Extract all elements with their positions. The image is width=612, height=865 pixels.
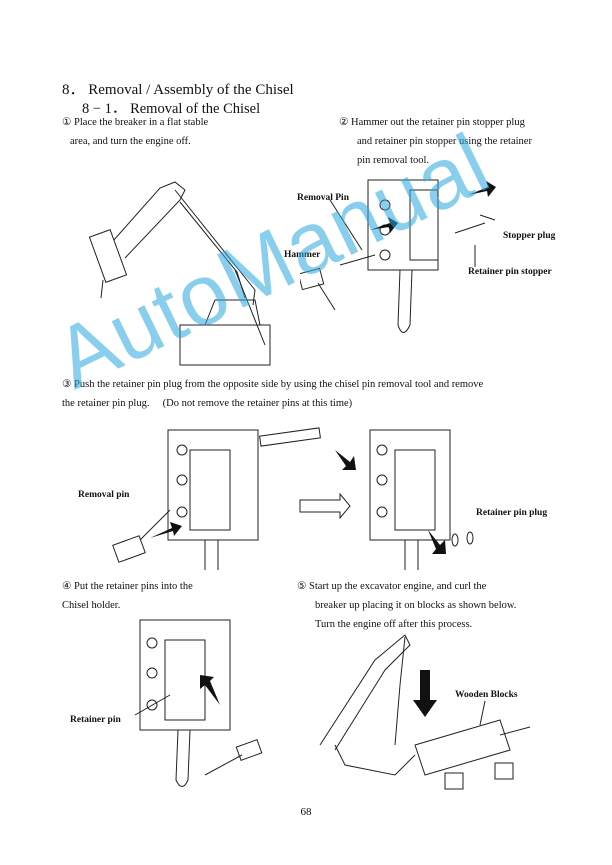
stopper-plug-removal-illustration [300,179,496,333]
step-2: ② Hammer out the retainer pin stopper pl… [339,113,532,170]
section-number: 8． [62,82,85,98]
step-5-line2: breaker up placing it on blocks as shown… [315,600,517,611]
step-1-number: ① [62,117,72,128]
step-3: ③ Push the retainer pin plug from the op… [62,375,483,413]
subsection-title: Removal of the Chisel [130,101,261,117]
step-4-line1: Put the retainer pins into the [74,581,193,592]
label-retainer-pin-stopper: Retainer pin stopper [468,267,552,277]
step-5-number: ⑤ [297,581,307,592]
subsection-heading: 8 − 1． Removal of the Chisel [82,97,260,118]
retainer-pin-insert-illustration [134,619,263,787]
label-removal-pin: Removal Pin [297,193,349,203]
step-4-number: ④ [62,581,72,592]
page-number: 68 [300,806,312,818]
label-hammer: Hammer [284,250,321,260]
step-4: ④ Put the retainer pins into the Chisel … [62,577,193,615]
step-5: ⑤ Start up the excavator engine, and cur… [297,577,516,634]
step-2-line3: pin removal tool. [357,155,430,166]
step-2-line2: and retainer pin stopper using the retai… [357,136,532,147]
step-3-note: (Do not remove the retainer pins at this… [162,398,353,409]
subsection-number: 8 − 1． [82,101,127,117]
label-wooden-blocks: Wooden Blocks [455,690,518,700]
step-2-line1: Hammer out the retainer pin stopper plug [351,117,525,128]
breaker-on-blocks-illustration [319,634,531,790]
label-stopper-plug: Stopper plug [503,231,556,241]
excavator-breaker-illustration [88,181,271,366]
step-5-line1: Start up the excavator engine, and curl … [309,581,487,592]
step-1-line2: area, and turn the engine off. [70,136,191,147]
step-1: ① Place the breaker in a flat stable are… [62,113,208,151]
step-3-number: ③ [62,379,72,390]
section-heading: 8． Removal / Assembly of the Chisel [62,78,294,99]
step-3-line1: Push the retainer pin plug from the oppo… [74,379,484,390]
label-retainer-pin: Retainer pin [70,715,121,725]
step-1-line1: Place the breaker in a flat stable [74,117,209,128]
section-title: Removal / Assembly of the Chisel [88,82,294,98]
step-2-number: ② [339,117,349,128]
step-4-line2: Chisel holder. [62,600,121,611]
pin-plug-push-illustration [112,427,474,570]
label-removal-pin-2: Removal pin [78,490,130,500]
step-5-line3: Turn the engine off after this process. [315,619,473,630]
label-retainer-pin-plug: Retainer pin plug [476,508,548,518]
step-3-line2: the retainer pin plug. [62,398,150,409]
